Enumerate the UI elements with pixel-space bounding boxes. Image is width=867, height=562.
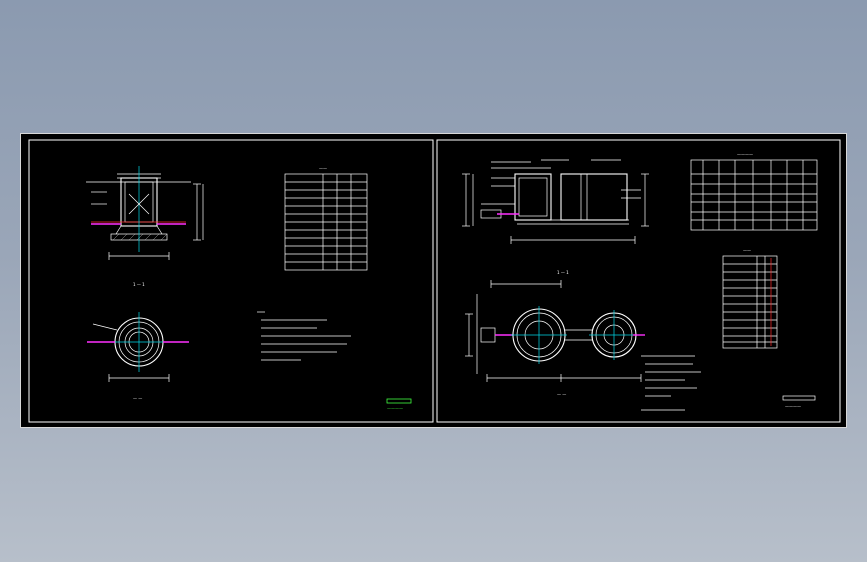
- right-table-caption: ————: [737, 152, 753, 157]
- right-title-block: [782, 395, 816, 401]
- left-material-table: [284, 173, 368, 271]
- right-small-table-caption: ——: [743, 248, 751, 253]
- left-well-elevation: [86, 166, 204, 260]
- left-table-caption: ——: [319, 166, 327, 171]
- right-section-label: 1 — 1: [557, 270, 569, 275]
- left-notes: [257, 311, 351, 361]
- left-plan-label: — —: [133, 396, 142, 401]
- cad-drawing-canvas[interactable]: 1 — 1 — —: [21, 134, 848, 429]
- right-sheet-frame: [436, 139, 841, 423]
- right-well-section: [462, 159, 649, 244]
- cad-drawing-viewport[interactable]: 1 — 1 — —: [20, 133, 847, 428]
- right-title-text: ————: [785, 404, 801, 409]
- left-sheet: 1 — 1 — —: [28, 139, 434, 423]
- right-notes: [641, 355, 701, 411]
- right-dimension-table: [690, 159, 818, 231]
- left-title-block: [386, 398, 412, 404]
- right-well-plan: [465, 280, 645, 382]
- right-sheet: 1 — 1: [436, 139, 841, 423]
- right-plan-label: — —: [557, 392, 566, 397]
- left-well-plan: [87, 312, 189, 382]
- left-sheet-frame: [28, 139, 434, 423]
- left-elevation-label: 1 — 1: [133, 282, 145, 287]
- right-material-table: [722, 255, 778, 349]
- left-title-text: ————: [387, 406, 403, 411]
